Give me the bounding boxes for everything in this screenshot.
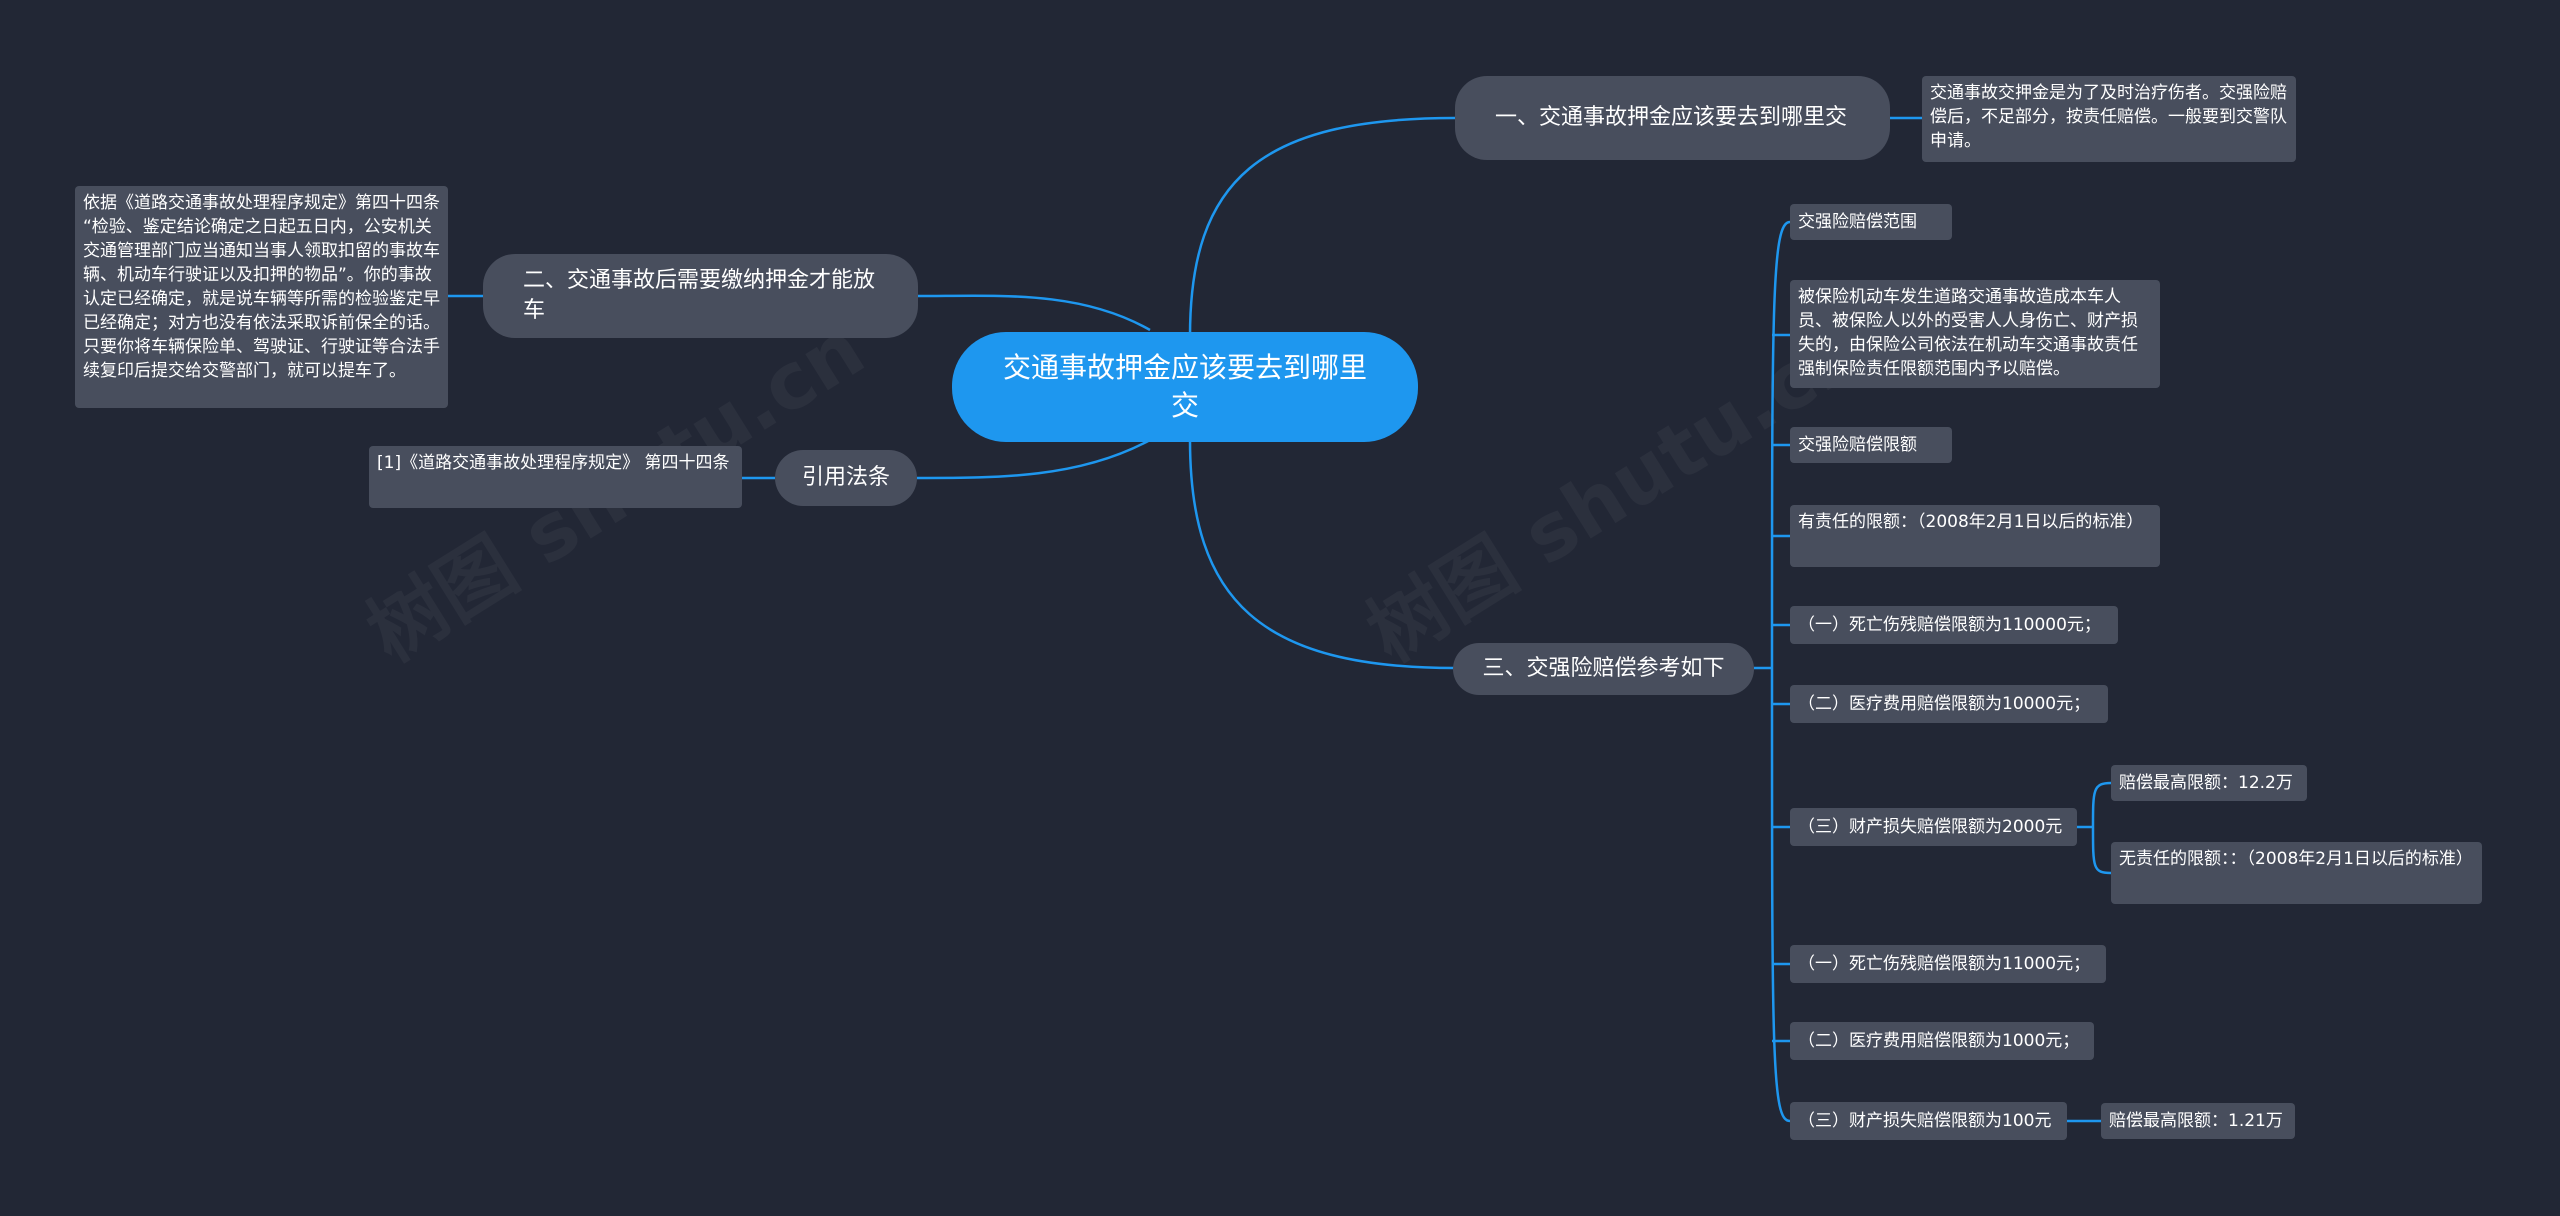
item-text: 交强险赔偿限额 bbox=[1798, 435, 1917, 455]
branch3-topic[interactable]: 引用法条 bbox=[775, 450, 917, 506]
link-branch4-bracket bbox=[1754, 220, 1791, 1123]
no-liability-limit-note[interactable]: 无责任的限额：：（2008年2月1日以后的标准） bbox=[2111, 842, 2482, 904]
max-limit-12-2[interactable]: 赔偿最高限额：12.2万 bbox=[2111, 765, 2307, 801]
item-text: 交强险赔偿范围 bbox=[1798, 212, 1917, 232]
compensation-scope-heading[interactable]: 交强险赔偿范围 bbox=[1790, 204, 1952, 240]
no-liability-death-limit[interactable]: （一）死亡伤残赔偿限额为11000元； bbox=[1790, 945, 2106, 983]
branch2-detail-text: 依据《道路交通事故处理程序规定》第四十四条 “检验、鉴定结论确定之日起五日内，公… bbox=[83, 193, 440, 381]
branch3-label: 引用法条 bbox=[801, 465, 890, 490]
item-text: 被保险机动车发生道路交通事故造成本车人员、被保险人以外的受害人人身伤亡、财产损失… bbox=[1798, 287, 2138, 379]
branch3-detail-note[interactable]: [1]《道路交通事故处理程序规定》 第四十四条 bbox=[369, 446, 742, 508]
link-2000-bracket bbox=[2077, 781, 2112, 875]
branch1-label: 一、交通事故押金应该要去到哪里交 bbox=[1495, 105, 1848, 130]
item-text: （三）财产损失赔偿限额为100元 bbox=[1798, 1111, 2052, 1131]
branch1-detail-text: 交通事故交押金是为了及时治疗伤者。交强险赔偿后，不足部分，按责任赔偿。一般要到交… bbox=[1930, 83, 2287, 151]
max-limit-1-21[interactable]: 赔偿最高限额：1.21万 bbox=[2101, 1103, 2295, 1139]
link-root-branch4 bbox=[1188, 439, 1456, 670]
link-root-branch2 bbox=[916, 294, 1151, 332]
branch1-detail-note[interactable]: 交通事故交押金是为了及时治疗伤者。交强险赔偿后，不足部分，按责任赔偿。一般要到交… bbox=[1922, 76, 2296, 162]
branch2-label: 二、交通事故后需要缴纳押金才能放车 bbox=[523, 268, 876, 323]
item-text: 赔偿最高限额：12.2万 bbox=[2119, 773, 2293, 793]
liable-limit-note[interactable]: 有责任的限额：（2008年2月1日以后的标准） bbox=[1790, 505, 2160, 567]
compensation-limit-heading[interactable]: 交强险赔偿限额 bbox=[1790, 427, 1952, 463]
branch2-detail-note[interactable]: 依据《道路交通事故处理程序规定》第四十四条 “检验、鉴定结论确定之日起五日内，公… bbox=[75, 186, 448, 408]
item-text: （一）死亡伤残赔偿限额为110000元； bbox=[1798, 615, 2101, 635]
branch3-detail-text: [1]《道路交通事故处理程序规定》 第四十四条 bbox=[377, 453, 730, 473]
no-liability-property-limit[interactable]: （三）财产损失赔偿限额为100元 bbox=[1790, 1102, 2067, 1140]
compensation-scope-detail[interactable]: 被保险机动车发生道路交通事故造成本车人员、被保险人以外的受害人人身伤亡、财产损失… bbox=[1790, 280, 2160, 388]
item-text: 有责任的限额：（2008年2月1日以后的标准） bbox=[1798, 512, 2144, 532]
liable-death-limit[interactable]: （一）死亡伤残赔偿限额为110000元； bbox=[1790, 606, 2118, 644]
liable-medical-limit[interactable]: （二）医疗费用赔偿限额为10000元； bbox=[1790, 685, 2108, 723]
link-root-branch3 bbox=[916, 438, 1151, 480]
item-text: （二）医疗费用赔偿限额为10000元； bbox=[1798, 694, 2091, 714]
item-text: 赔偿最高限额：1.21万 bbox=[2109, 1111, 2283, 1131]
branch2-topic[interactable]: 二、交通事故后需要缴纳押金才能放车 bbox=[483, 254, 918, 338]
no-liability-medical-limit[interactable]: （二）医疗费用赔偿限额为1000元； bbox=[1790, 1022, 2094, 1060]
item-text: 无责任的限额：：（2008年2月1日以后的标准） bbox=[2119, 849, 2473, 869]
item-text: （一）死亡伤残赔偿限额为11000元； bbox=[1798, 954, 2091, 974]
item-text: （二）医疗费用赔偿限额为1000元； bbox=[1798, 1031, 2080, 1051]
root-topic-label: 交通事故押金应该要去到哪里交 bbox=[1002, 351, 1367, 422]
branch4-label: 三、交强险赔偿参考如下 bbox=[1482, 656, 1725, 681]
branch4-topic[interactable]: 三、交强险赔偿参考如下 bbox=[1453, 643, 1754, 695]
link-root-branch1 bbox=[1188, 116, 1456, 337]
item-text: （三）财产损失赔偿限额为2000元 bbox=[1798, 817, 2063, 837]
liable-property-limit[interactable]: （三）财产损失赔偿限额为2000元 bbox=[1790, 808, 2077, 846]
branch1-topic[interactable]: 一、交通事故押金应该要去到哪里交 bbox=[1455, 76, 1890, 160]
root-topic[interactable]: 交通事故押金应该要去到哪里交 bbox=[952, 332, 1418, 442]
